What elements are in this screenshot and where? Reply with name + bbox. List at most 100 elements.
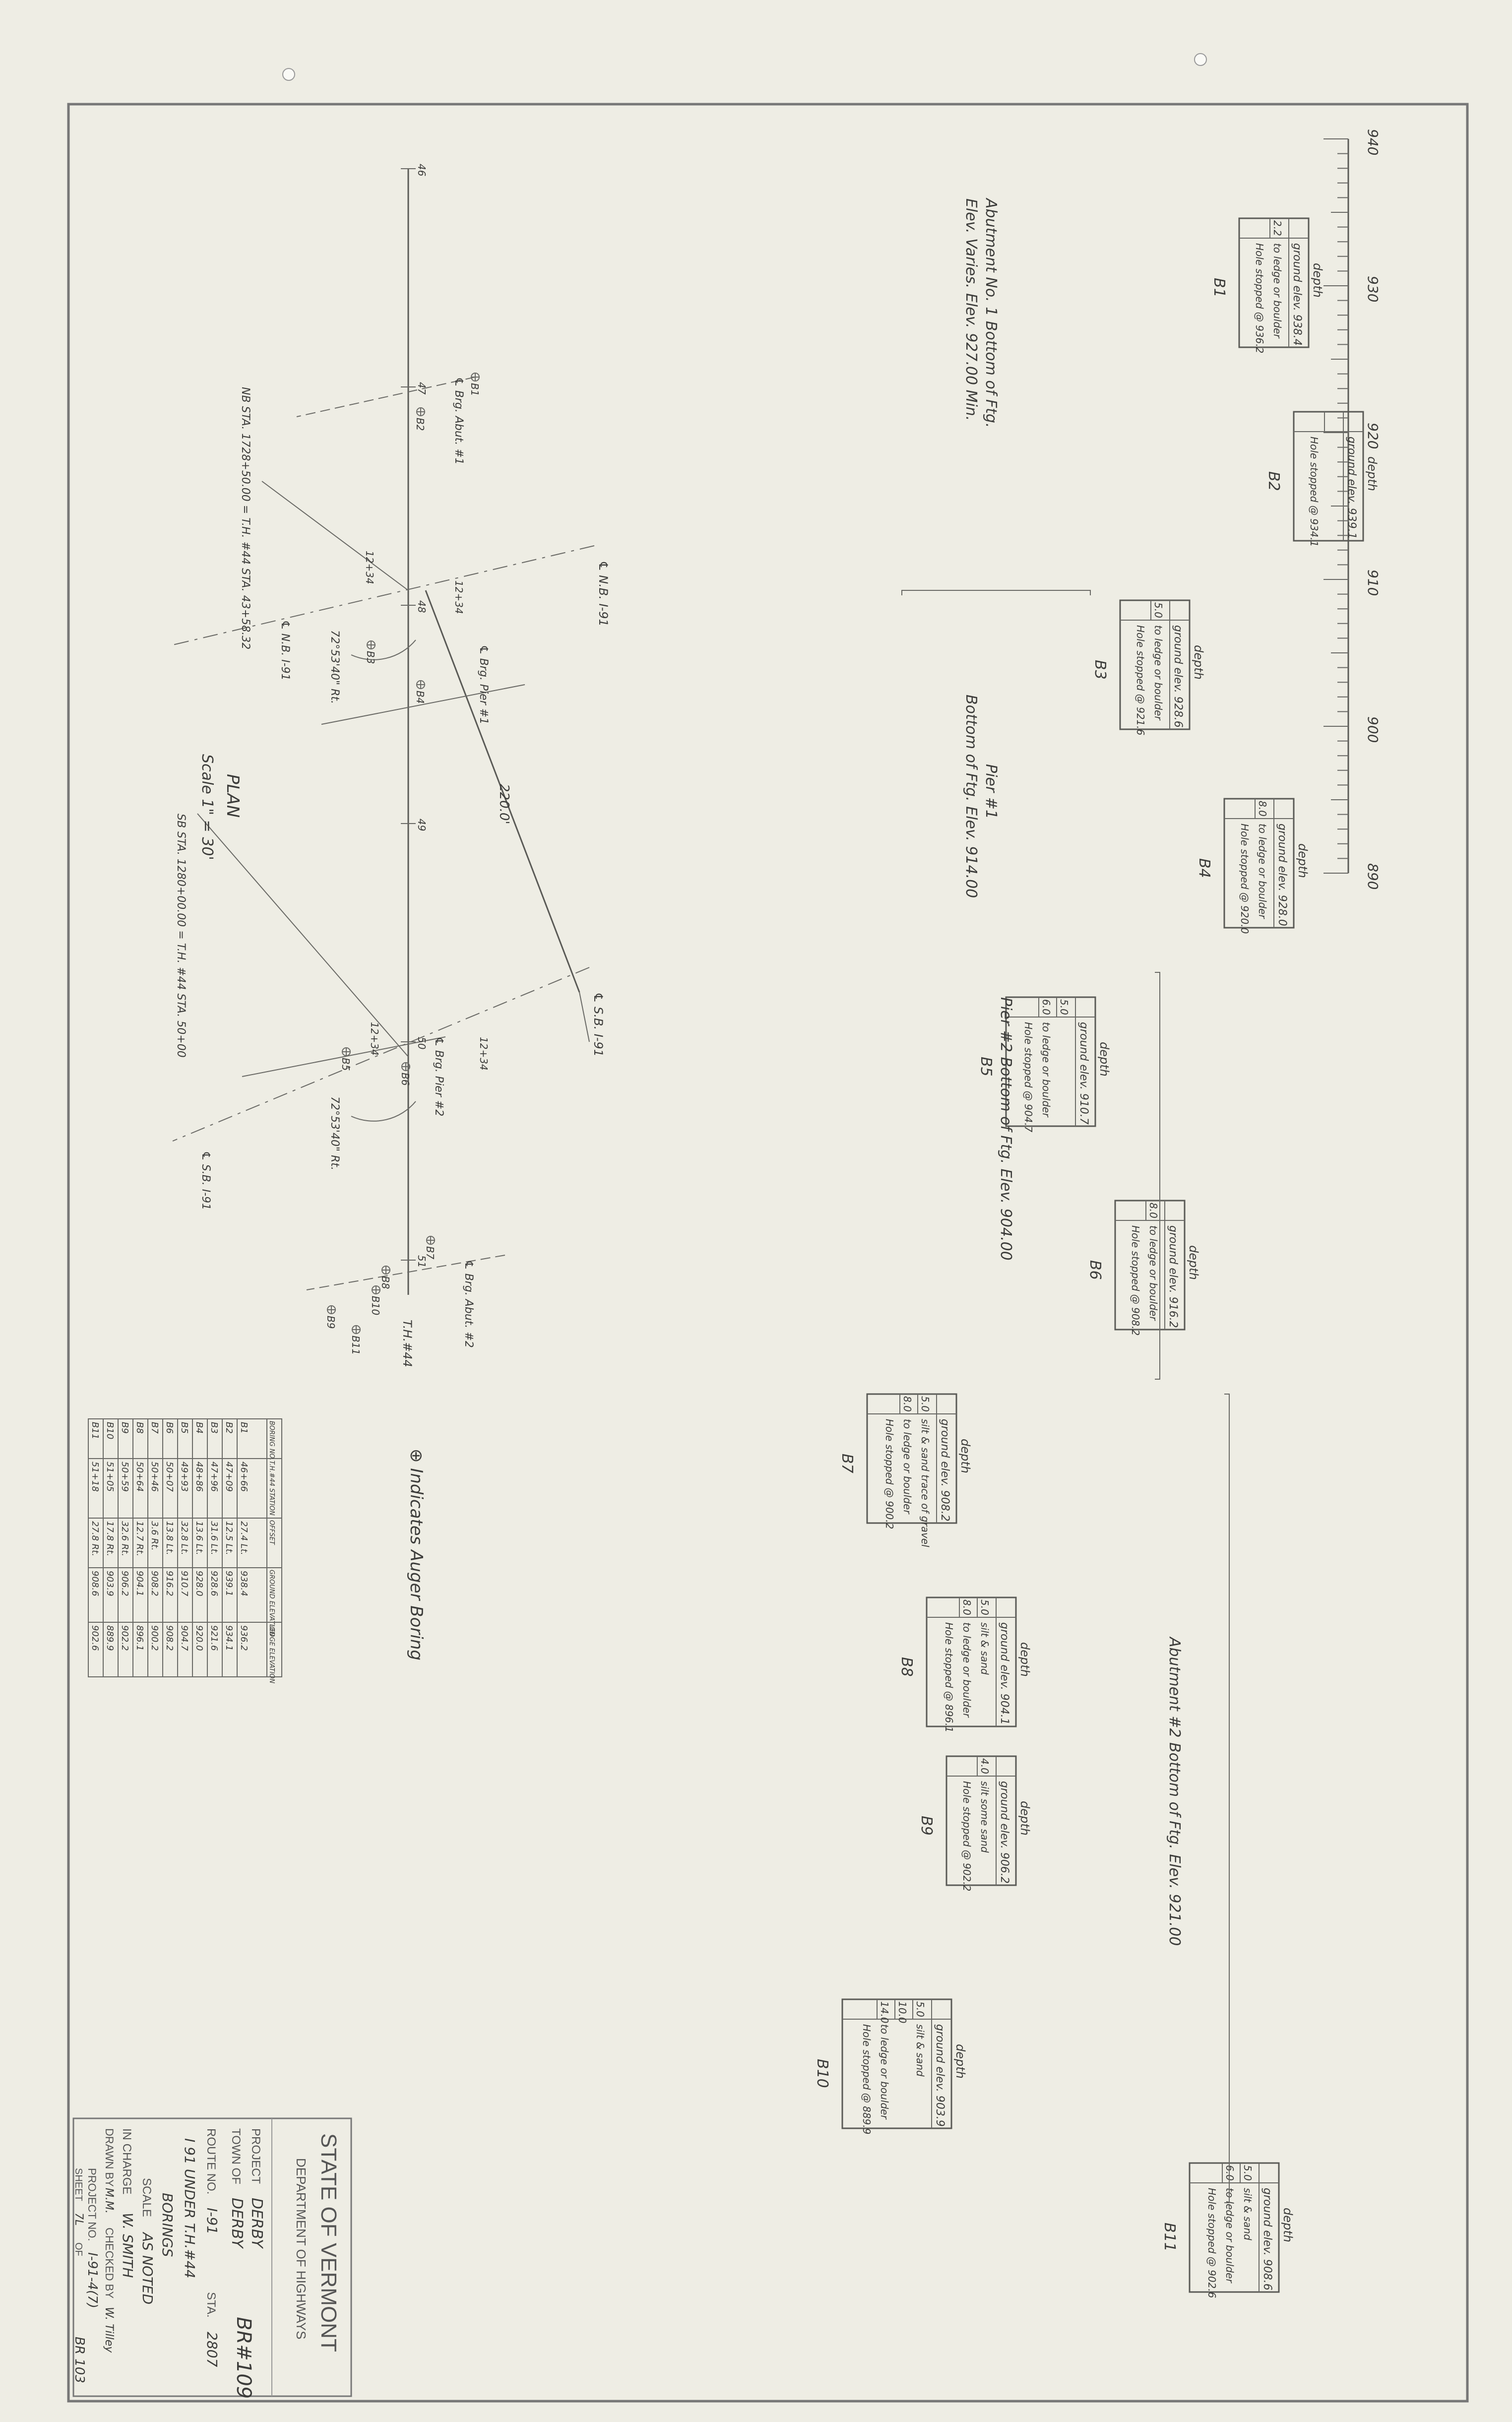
table-cell: 32.6 Rt. (120, 1521, 130, 1556)
route-value: I-91 (204, 2208, 220, 2234)
ground-elevation: ground elev. 908.6 (1261, 2188, 1273, 2291)
auger-boring-b9: B9 (325, 1305, 337, 1329)
table-header: OFFSET (268, 1520, 275, 1545)
sta-leader-2 (197, 813, 409, 1057)
table-cell: 928.6 (209, 1571, 219, 1596)
table-cell: 12.5 Lt. (224, 1521, 234, 1555)
table-cell: 936.2 (239, 1625, 249, 1651)
scale-value: AS NOTED (139, 2231, 156, 2304)
auger-boring-b7: B7 (424, 1236, 436, 1260)
table-cell: 896.1 (134, 1625, 145, 1651)
pier2-note: Pier #2 Bottom of Ftg. Elev. 904.00 (997, 997, 1014, 1261)
layer-desc: to ledge or boulder (1040, 1022, 1052, 1118)
depth-label: depth (953, 2044, 967, 2079)
sta-value: 2807 (204, 2332, 220, 2367)
layer-depth: 8.0 (901, 1396, 913, 1412)
station-number: 51 (416, 1255, 428, 1268)
depth-label: depth (1018, 1801, 1032, 1836)
boring-location-label: B11 (350, 1336, 362, 1355)
layer-depth: 5.0 (919, 1396, 931, 1412)
sheet-label: SHEET (73, 2168, 84, 2201)
location-value: I 91 UNDER T.H.#44 (182, 2138, 198, 2278)
layer-depth: 5.0 (1152, 602, 1164, 618)
bridge-number: BR#109 (232, 2317, 255, 2399)
table-header: GROUND ELEVATION (268, 1570, 275, 1636)
scale-label: SCALE (140, 2178, 153, 2217)
table-cell: B1 (239, 1422, 249, 1434)
boring-label: B1 (1210, 278, 1228, 298)
bridge-line (425, 590, 580, 993)
station-tag: 12+34 (369, 1022, 380, 1056)
hole-stopped: Hole stopped @ 934.1 (1308, 437, 1320, 547)
north-arrow-label: ℄ N.B. I-91 (279, 620, 291, 681)
sta-leader-1 (261, 481, 409, 591)
layer-desc: to ledge or boulder (961, 1622, 973, 1718)
boring-label: B3 (1091, 660, 1109, 680)
sheet-border (67, 103, 1469, 2403)
cl-brg-abut1-label: ℄ Brg. Abut. #1 (452, 377, 465, 465)
layer-depth: 10.0 (896, 2001, 908, 2024)
boring-label: B5 (977, 1057, 995, 1077)
abutment1-elev-note: Elev. Varies. Elev. 927.00 Min. (962, 198, 980, 421)
ground-elevation: ground elev. 910.7 (1077, 1022, 1090, 1125)
layer-desc: to ledge or boulder (1152, 625, 1164, 721)
ground-elevation: ground elev. 916.2 (1167, 1225, 1179, 1328)
table-cell: 908.6 (90, 1571, 100, 1596)
table-cell: 47+09 (224, 1462, 234, 1492)
table-cell: 904.7 (179, 1625, 189, 1651)
table-cell: 46+66 (239, 1462, 249, 1492)
layer-depth: 14.0 (879, 2001, 890, 2024)
boring-location-label: B9 (325, 1316, 337, 1329)
table-cell: 902.2 (120, 1625, 130, 1651)
depth-label: depth (1296, 843, 1310, 878)
layer-depth: 5.0 (1242, 2165, 1254, 2181)
table-cell: B6 (164, 1422, 175, 1434)
of-label: OF (73, 2242, 84, 2256)
ground-elevation: ground elev. 928.0 (1276, 824, 1288, 926)
table-cell: 47+96 (209, 1462, 219, 1492)
cl-brg-pier1-label: ℄ Brg. Pier #1 (477, 645, 490, 724)
boring-location-label: B5 (340, 1058, 352, 1071)
boring-location-label: B3 (365, 651, 377, 664)
boring-location-label: B1 (469, 383, 481, 396)
auger-boring-b1: B1 (469, 373, 481, 396)
table-cell: 903.9 (105, 1571, 115, 1596)
auger-boring-b6: B6 (399, 1062, 411, 1085)
table-cell: 934.1 (224, 1625, 234, 1651)
layer-depth: 4.0 (979, 1758, 991, 1774)
skew-angle-2: 72°53'40" Rt. (328, 1096, 341, 1170)
checked-label: CHECKED BY (103, 2228, 116, 2298)
auger-boring-b8: B8 (379, 1266, 391, 1289)
table-cell: 3.6 Rt. (149, 1521, 160, 1551)
table-header: BORING NO. (268, 1421, 275, 1461)
hole-stopped: Hole stopped @ 908.2 (1130, 1225, 1141, 1336)
layer-depth: 2.2 (1271, 220, 1283, 236)
table-cell: 12.7 Rt. (134, 1521, 145, 1556)
station-tag: 12+34 (364, 551, 376, 584)
boring-location-label: B8 (379, 1276, 391, 1289)
table-cell: B10 (105, 1422, 115, 1439)
skew-angle-1: 72°53'40" Rt. (328, 630, 341, 704)
layer-desc: to ledge or boulder (1257, 824, 1268, 919)
table-cell: 27.4 Lt. (239, 1521, 249, 1555)
scale-label: 920 (1365, 423, 1381, 449)
table-cell: 13.8 Lt. (164, 1521, 175, 1555)
layer-desc: silt & sand (979, 1622, 991, 1675)
punch-hole (1194, 53, 1207, 66)
layer-depth: 6.0 (1040, 999, 1052, 1015)
layer-depth: 5.0 (1058, 999, 1070, 1015)
layer-desc: silt & sand (914, 2024, 926, 2077)
depth-label: depth (958, 1439, 972, 1473)
sta-label: STA. (204, 2292, 218, 2318)
depth-label: depth (1365, 456, 1379, 491)
layer-desc: silt some sand (979, 1781, 991, 1853)
